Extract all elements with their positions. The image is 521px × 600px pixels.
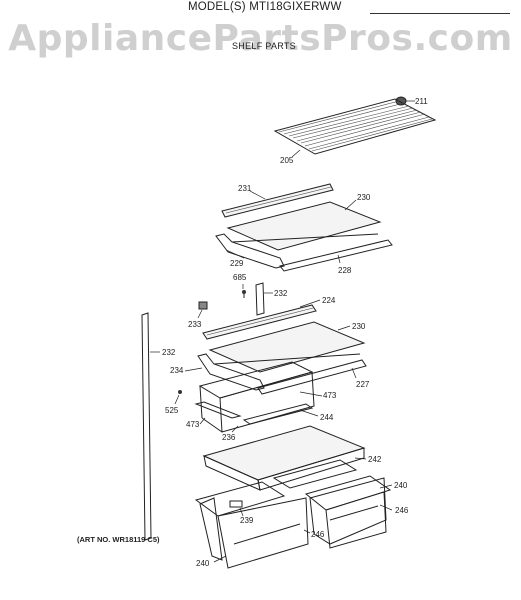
header-rule — [370, 13, 510, 14]
part-242-crisper-cover: 242 — [202, 425, 382, 491]
callout-525: 525 — [165, 406, 179, 415]
part-685-screw: 685 — [233, 273, 247, 298]
callout-239: 239 — [240, 516, 254, 525]
diagram-subtitle: SHELF PARTS — [232, 41, 296, 51]
part-230-glass-middle: 230 — [208, 321, 366, 373]
part-525-clip: 525 — [165, 390, 182, 415]
part-232-side-rail: 232 — [141, 312, 176, 541]
callout-685: 685 — [233, 273, 247, 282]
part-240-drawer-right: 240 — [304, 475, 408, 549]
part-236-support: 236 — [222, 425, 239, 442]
model-label: MODEL(S) MTI18GIXERWW — [188, 1, 342, 13]
callout-230-upper: 230 — [357, 193, 371, 202]
part-slide-tray-frame: 473 — [198, 361, 337, 433]
part-233-clip: 233 — [188, 301, 208, 329]
callout-205: 205 — [280, 156, 294, 165]
part-205-wire-shelf: 205 — [273, 98, 437, 165]
part-244-slide: 244 — [242, 403, 334, 425]
part-230-glass-upper: 230 — [226, 193, 382, 251]
part-229-frame: 229 — [215, 233, 379, 269]
callout-232-side: 232 — [162, 348, 176, 357]
part-227-rail: 227 — [257, 359, 370, 395]
part-246-handle-left: 246 — [303, 529, 325, 539]
callout-244: 244 — [320, 413, 334, 422]
callout-228: 228 — [338, 266, 352, 275]
callout-230-middle: 230 — [352, 322, 366, 331]
callout-242: 242 — [368, 455, 382, 464]
callout-246-right: 246 — [395, 506, 409, 515]
callout-246-left: 246 — [311, 530, 325, 539]
callout-229: 229 — [230, 259, 244, 268]
part-224-trim: 224 — [202, 296, 336, 340]
callout-224: 224 — [322, 296, 336, 305]
watermark: AppliancePartsPros.com — [8, 18, 513, 59]
part-232-bracket-upper: 232 — [255, 282, 288, 316]
part-473-slide-left: 473 — [186, 401, 242, 429]
art-number: (ART NO. WR18119 C5) — [77, 535, 160, 544]
callout-473-right: 473 — [323, 391, 337, 400]
part-231-trim: 231 — [221, 183, 334, 218]
part-234-frame: 234 — [170, 353, 361, 391]
callout-473-left: 473 — [186, 420, 200, 429]
part-240-drawer-left: 240 — [194, 481, 309, 569]
part-239-divider: 239 — [229, 500, 254, 525]
model-header: MODEL(S) MTI18GIXERWW — [0, 0, 521, 14]
callout-234: 234 — [170, 366, 184, 375]
part-211-stopper: 211 — [395, 96, 428, 106]
callout-240-right: 240 — [394, 481, 408, 490]
callout-231: 231 — [238, 184, 252, 193]
callout-236: 236 — [222, 433, 236, 442]
callout-211: 211 — [415, 97, 428, 106]
part-228-rail: 228 — [279, 239, 393, 275]
callout-240-left: 240 — [196, 559, 210, 568]
callout-233: 233 — [188, 320, 202, 329]
callout-227: 227 — [356, 380, 370, 389]
callout-232-upper: 232 — [274, 289, 288, 298]
part-246-handle-right: 246 — [379, 504, 409, 515]
